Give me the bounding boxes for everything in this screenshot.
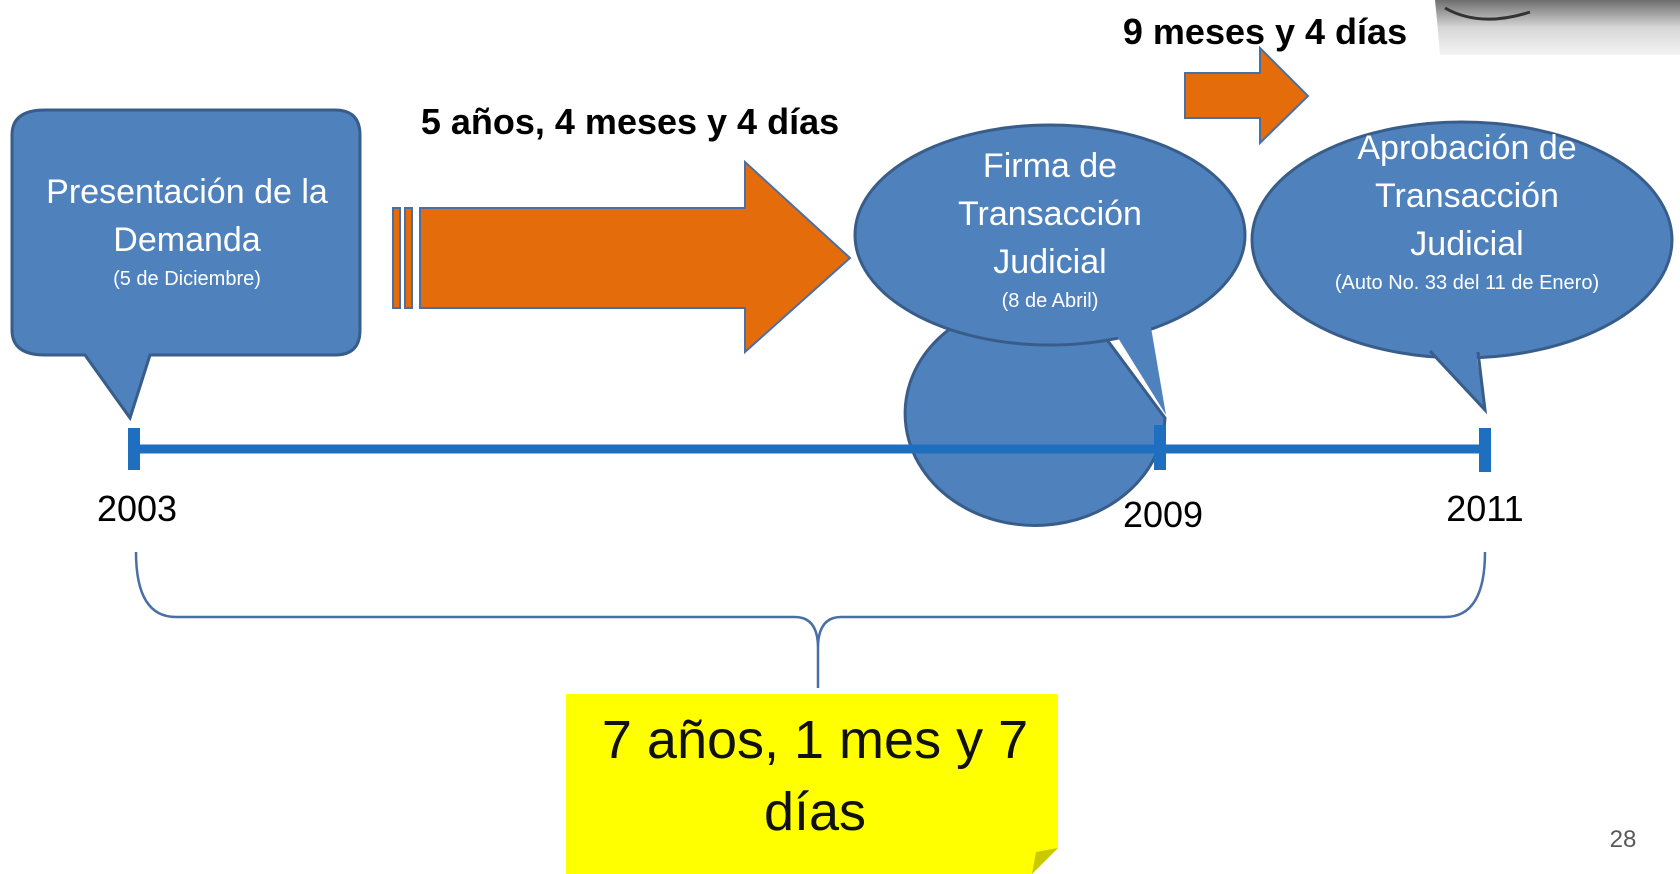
- callout-demanda: [10, 108, 362, 422]
- year-2009: 2009: [1122, 494, 1204, 535]
- event-2-date: (8 de Abril): [1001, 290, 1099, 312]
- page-number: 28: [1609, 826, 1637, 853]
- event-3-title: Aprobación de Transacción Judicial: [1357, 129, 1577, 263]
- event-1-title: Presentación de la Demanda: [46, 173, 328, 259]
- event-1-date: (5 de Diciembre): [113, 268, 261, 290]
- total-duration-note: [566, 694, 1058, 874]
- arrow-duration-1: [392, 159, 852, 355]
- year-2003: 2003: [96, 488, 178, 529]
- duration-1-label: 5 años, 4 meses y 4 días: [420, 101, 840, 142]
- total-duration-text: 7 años, 1 mes y 7 días: [601, 710, 1029, 842]
- corner-photo: [1435, 0, 1680, 55]
- arrow-duration-2: [1184, 45, 1310, 146]
- timeline-axis: [128, 425, 1491, 472]
- event-3-label: Aprobación de Transacción Judicial (Auto…: [1322, 124, 1612, 298]
- event-2-label: Firma de Transacción Judicial (8 de Abri…: [920, 142, 1180, 316]
- event-3-date: (Auto No. 33 del 11 de Enero): [1334, 272, 1600, 294]
- year-2011: 2011: [1446, 488, 1524, 529]
- event-2-title: Firma de Transacción Judicial: [958, 147, 1142, 281]
- duration-2-label: 9 meses y 4 días: [1122, 11, 1408, 52]
- event-1-label: Presentación de la Demanda (5 de Diciemb…: [22, 168, 352, 294]
- brace: [134, 551, 1487, 688]
